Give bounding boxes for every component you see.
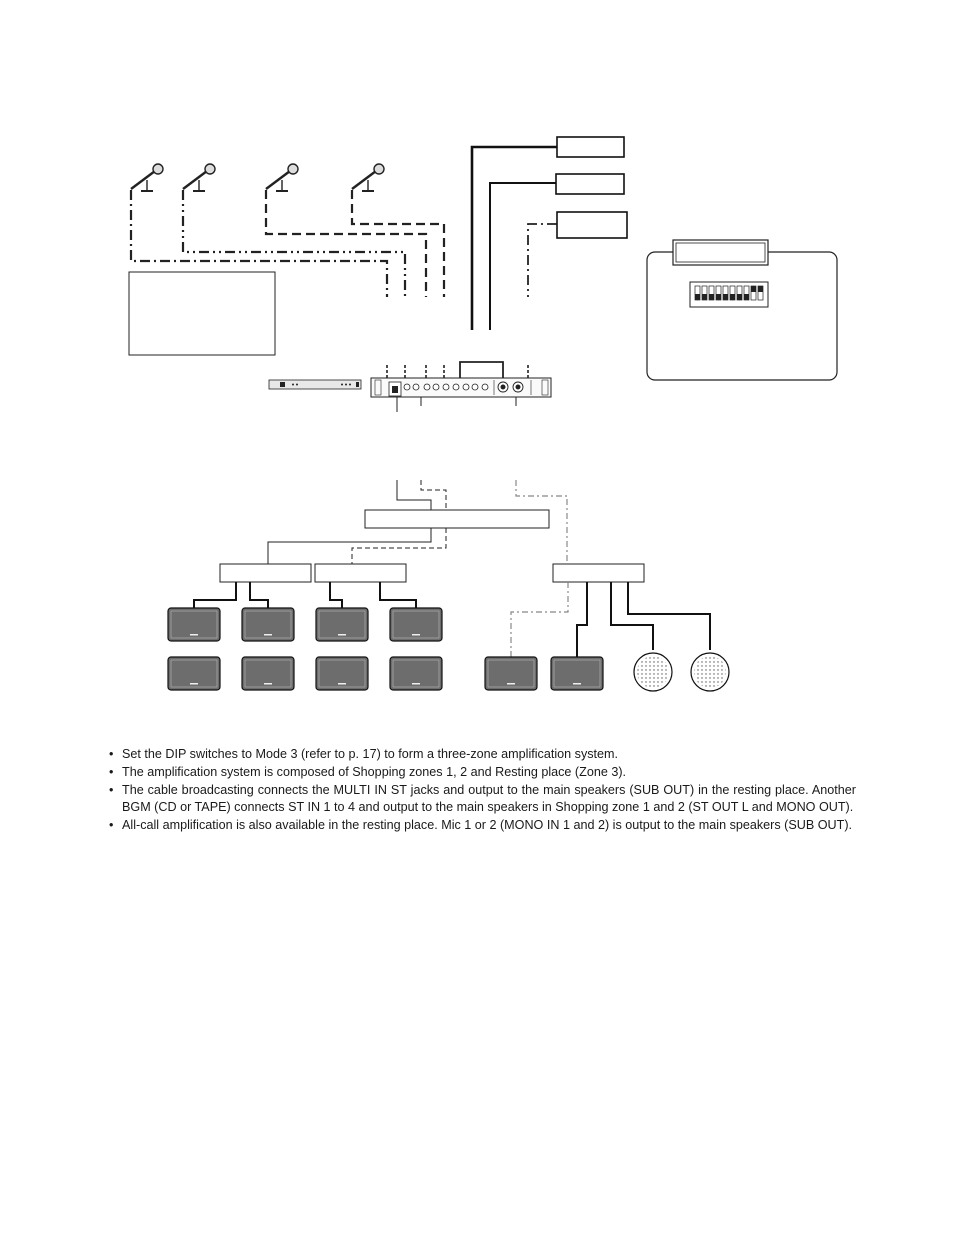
main-amplifier-box: [364, 509, 550, 529]
zone1-amplifier-box: [219, 563, 312, 583]
wall-speaker-icon: [389, 656, 443, 691]
wall-speaker-icon: [550, 656, 604, 691]
wall-speaker-icon: [167, 607, 221, 642]
microphone-icon: [130, 163, 164, 192]
dip-switch-panel: [646, 251, 838, 381]
note-item: All-call amplification is also available…: [108, 817, 856, 835]
wiring-diagram: [128, 136, 838, 692]
zone1-feed: [267, 528, 432, 564]
amp-feed-dashed: [420, 480, 447, 510]
source-box-2: [555, 173, 625, 195]
amp-feed-solid: [396, 480, 432, 510]
dip-panel-label-box: [672, 239, 769, 266]
label-box: [128, 271, 276, 356]
microphone-icon: [265, 163, 299, 192]
note-item: Set the DIP switches to Mode 3 (refer to…: [108, 746, 856, 764]
source1-cable: [470, 145, 557, 330]
zone2-amplifier-box: [314, 563, 407, 583]
dip-switch-icon: [689, 281, 769, 308]
mic2-cable: [181, 190, 407, 297]
source2-cable: [489, 182, 557, 330]
mic1-cable: [129, 190, 389, 297]
source-box-3: [556, 211, 628, 239]
microphone-icon: [351, 163, 385, 192]
mic3-cable: [264, 190, 428, 297]
zone2-feed: [351, 528, 447, 564]
notes-list: Set the DIP switches to Mode 3 (refer to…: [108, 746, 856, 835]
wall-speaker-icon: [167, 656, 221, 691]
wall-speaker-icon: [389, 607, 443, 642]
ceiling-speaker-icon: [633, 652, 673, 692]
mixer-unit: [370, 377, 552, 398]
microphone-icon: [182, 163, 216, 192]
zone3-feed: [515, 480, 568, 564]
source-box-1: [556, 136, 625, 158]
note-item: The amplification system is composed of …: [108, 764, 856, 782]
note-item: The cable broadcasting connects the MULT…: [108, 782, 856, 818]
ceiling-speaker-icon: [690, 652, 730, 692]
wall-speaker-icon: [241, 607, 295, 642]
front-panel-unit: [268, 379, 362, 390]
wall-speaker-icon: [315, 656, 369, 691]
source3-cable: [527, 223, 557, 297]
wall-speaker-icon: [241, 656, 295, 691]
wall-speaker-icon: [315, 607, 369, 642]
mic4-cable: [350, 190, 446, 297]
zone3-amplifier-box: [552, 563, 645, 583]
wall-speaker-icon: [484, 656, 538, 691]
